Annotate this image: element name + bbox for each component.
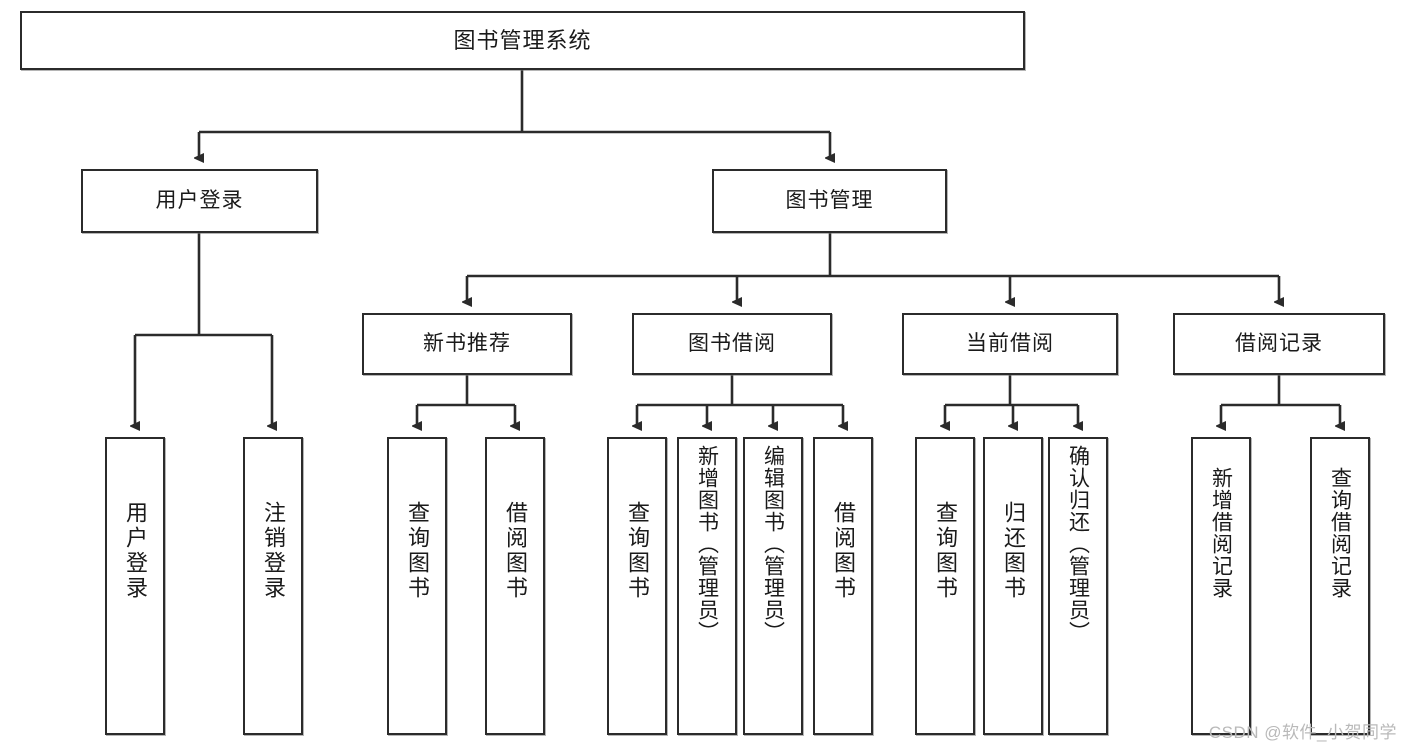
node-borrow-record[interactable]: 借阅记录: [1173, 313, 1385, 375]
leaf-query-book-current[interactable]: 查询图书: [915, 437, 975, 735]
node-label: 查询图书: [405, 501, 430, 601]
watermark: CSDN @软件_小贺同学: [1208, 723, 1397, 742]
leaf-add-borrow-record[interactable]: 新增借阅记录: [1191, 437, 1251, 735]
leaf-add-book-admin[interactable]: 新增图书（管理员）: [677, 437, 737, 735]
node-label: 图书管理: [785, 188, 874, 212]
node-label: 新书推荐: [423, 331, 511, 355]
node-label: 用户登录: [123, 501, 148, 601]
node-user-login[interactable]: 用户登录: [81, 169, 318, 233]
node-label: 新增借阅记录: [1209, 467, 1233, 599]
leaf-confirm-return-admin[interactable]: 确认归还（管理员）: [1048, 437, 1108, 735]
node-book-management[interactable]: 图书管理: [712, 169, 947, 233]
node-label: 注销登录: [261, 501, 286, 601]
node-label: 新增图书（管理员）: [695, 445, 719, 643]
node-label: 编辑图书（管理员）: [761, 445, 785, 643]
node-label: 借阅图书: [831, 501, 856, 601]
leaf-borrow-book[interactable]: 借阅图书: [813, 437, 873, 735]
leaf-logout[interactable]: 注销登录: [243, 437, 303, 735]
node-new-book-recommend[interactable]: 新书推荐: [362, 313, 572, 375]
leaf-borrow-book-recommend[interactable]: 借阅图书: [485, 437, 545, 735]
leaf-edit-book-admin[interactable]: 编辑图书（管理员）: [743, 437, 803, 735]
node-label: 图书借阅: [688, 331, 776, 355]
node-label: 借阅图书: [503, 501, 528, 601]
node-book-borrow[interactable]: 图书借阅: [632, 313, 832, 375]
node-current-borrow[interactable]: 当前借阅: [902, 313, 1118, 375]
node-root-system[interactable]: 图书管理系统: [20, 11, 1025, 70]
node-label: 查询图书: [625, 501, 650, 601]
node-label: 当前借阅: [966, 331, 1054, 355]
leaf-query-borrow-record[interactable]: 查询借阅记录: [1310, 437, 1370, 735]
leaf-query-book-borrow[interactable]: 查询图书: [607, 437, 667, 735]
leaf-query-book-recommend[interactable]: 查询图书: [387, 437, 447, 735]
leaf-user-login[interactable]: 用户登录: [105, 437, 165, 735]
node-label: 用户登录: [155, 188, 244, 212]
node-label: 借阅记录: [1235, 331, 1323, 355]
node-label: 图书管理系统: [453, 27, 592, 53]
node-label: 确认归还（管理员）: [1066, 445, 1090, 643]
node-label: 查询借阅记录: [1328, 467, 1352, 599]
node-label: 查询图书: [933, 501, 958, 601]
node-label: 归还图书: [1001, 501, 1026, 601]
leaf-return-book[interactable]: 归还图书: [983, 437, 1043, 735]
